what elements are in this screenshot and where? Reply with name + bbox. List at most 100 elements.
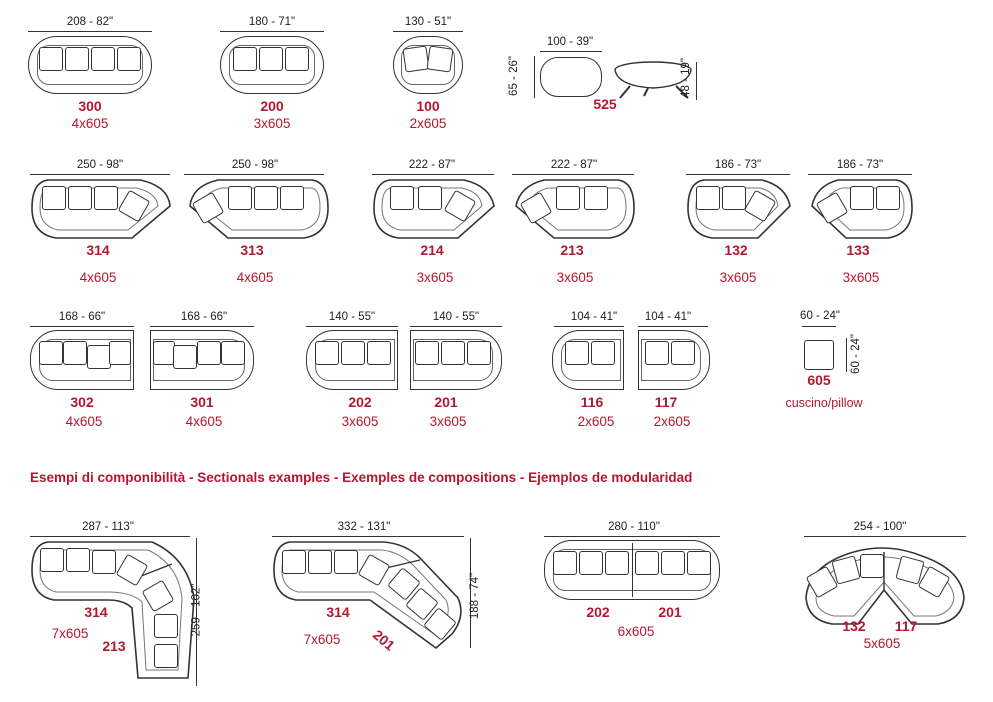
pillow (42, 186, 66, 210)
pillow (553, 551, 577, 575)
pillow-quantity: 2x605 (409, 116, 447, 131)
pillow (282, 550, 306, 574)
pillow (94, 186, 118, 210)
module-code: 314 (326, 604, 350, 620)
dimension-label: 254 - 100" (853, 521, 907, 533)
pillow (221, 341, 245, 365)
module-code: 605 (807, 372, 831, 388)
dimension-label: 287 - 113" (82, 521, 134, 533)
pillow (341, 341, 365, 365)
pillow (68, 186, 92, 210)
module-code: 200 (260, 98, 284, 114)
sofa-outline (544, 540, 720, 600)
pillow-quantity: 5x605 (863, 636, 901, 651)
pillow (39, 341, 63, 365)
module-code: 202 (586, 604, 610, 620)
pillow (418, 186, 442, 210)
sectionals-heading: Esempi di componibilità - Sectionals exa… (30, 470, 693, 485)
dimension-label: 186 - 73" (836, 159, 884, 171)
dimension-line (410, 326, 502, 327)
pillow (584, 186, 608, 210)
dimension-label: 140 - 55" (328, 311, 376, 323)
module-code: 525 (593, 96, 617, 112)
module-code: 214 (420, 242, 444, 258)
table-top-view (540, 57, 602, 97)
sofa-outline (410, 330, 502, 390)
dimension-line (30, 326, 134, 327)
pillow (722, 186, 746, 210)
dimension-line (220, 31, 324, 32)
dimension-line (804, 536, 966, 537)
pillow (117, 47, 141, 71)
dimension-line (846, 338, 847, 372)
pillow (696, 186, 720, 210)
sofa-outline (552, 330, 624, 390)
sofa-outline (30, 330, 134, 390)
pillow (645, 341, 669, 365)
pillow (39, 47, 63, 71)
pillow-width-label: 60 - 24" (800, 310, 840, 322)
pillow (315, 341, 339, 365)
pillow-quantity: 4x605 (79, 270, 117, 285)
module-divider (632, 543, 633, 597)
pillow (441, 341, 465, 365)
dimension-line (306, 326, 398, 327)
pillow (259, 47, 283, 71)
pillow (154, 614, 178, 638)
pillow (334, 550, 358, 574)
pillow (591, 341, 615, 365)
sofa-outline (150, 330, 254, 390)
pillow (565, 341, 589, 365)
table-height-label: 48 - 19" (679, 58, 692, 98)
pillow-quantity: 7x605 (51, 626, 89, 641)
dimension-line (470, 538, 471, 648)
dimension-line (686, 174, 790, 175)
pillow-height-label: 60 - 24" (849, 334, 862, 374)
pillow (671, 341, 695, 365)
module-code: 116 (580, 394, 604, 410)
dimension-line (150, 326, 254, 327)
dimension-line (30, 174, 170, 175)
dimension-label: 250 - 98" (76, 159, 124, 171)
sofa-outline (638, 330, 710, 390)
dimension-line (554, 326, 624, 327)
sofa-outline (28, 36, 152, 94)
dimension-label: 104 - 41" (570, 311, 618, 323)
module-code: 301 (190, 394, 214, 410)
pillow-quantity: 7x605 (303, 632, 341, 647)
table-depth-label: 65 - 26" (507, 56, 520, 96)
pillow (850, 186, 874, 210)
dimension-label: 186 - 73" (714, 159, 762, 171)
dimension-label: 180 - 71" (248, 16, 296, 28)
pillow (285, 47, 309, 71)
module-code: 302 (70, 394, 94, 410)
dimension-label: 140 - 55" (432, 311, 480, 323)
dimension-label: 222 - 87" (550, 159, 598, 171)
pillow (66, 548, 90, 572)
pillow (635, 551, 659, 575)
dimension-label: 222 - 87" (408, 159, 456, 171)
module-code: 117 (894, 618, 918, 634)
pillow (367, 341, 391, 365)
dimension-label: 168 - 66" (58, 311, 106, 323)
pillow-quantity: 3x605 (341, 414, 379, 429)
pillow (228, 186, 252, 210)
module-code: 201 (658, 604, 682, 620)
pillow-quantity: 3x605 (842, 270, 880, 285)
pillow (280, 186, 304, 210)
module-code: 213 (560, 242, 584, 258)
pillow (87, 345, 111, 369)
dimension-line (30, 536, 190, 537)
module-code: 132 (724, 242, 748, 258)
module-code: 100 (416, 98, 440, 114)
pillow (40, 548, 64, 572)
dimension-line (540, 51, 602, 52)
dimension-label: 130 - 51" (404, 16, 452, 28)
depth-label: 259 - 102" (190, 583, 203, 637)
pillow (197, 341, 221, 365)
dimension-label: 250 - 98" (231, 159, 279, 171)
pillow (860, 554, 884, 578)
module-code: 313 (240, 242, 264, 258)
dimension-line (696, 62, 697, 100)
pillow-quantity: 3x605 (556, 270, 594, 285)
